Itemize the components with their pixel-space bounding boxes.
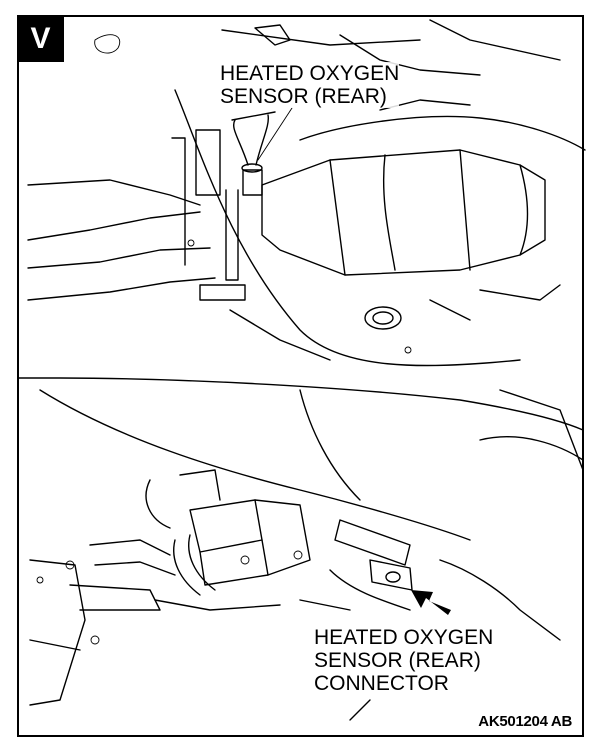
label-line: CONNECTOR bbox=[314, 672, 449, 695]
label-line: HEATED OXYGEN bbox=[314, 626, 494, 649]
figure-code: AK501204 AB bbox=[478, 713, 572, 730]
top-panel-illustration bbox=[27, 19, 586, 367]
figure-frame bbox=[17, 15, 584, 737]
label-line: SENSOR (REAR) bbox=[314, 649, 481, 672]
bottom-panel-illustration bbox=[29, 389, 584, 721]
label-line: HEATED OXYGEN bbox=[220, 62, 400, 85]
section-badge: V bbox=[17, 15, 64, 62]
label-line: SENSOR (REAR) bbox=[220, 85, 387, 108]
label-sensor-connector: HEATED OXYGEN SENSOR (REAR) CONNECTOR bbox=[314, 626, 494, 695]
label-heated-oxygen-sensor-rear: HEATED OXYGEN SENSOR (REAR) bbox=[220, 62, 400, 108]
